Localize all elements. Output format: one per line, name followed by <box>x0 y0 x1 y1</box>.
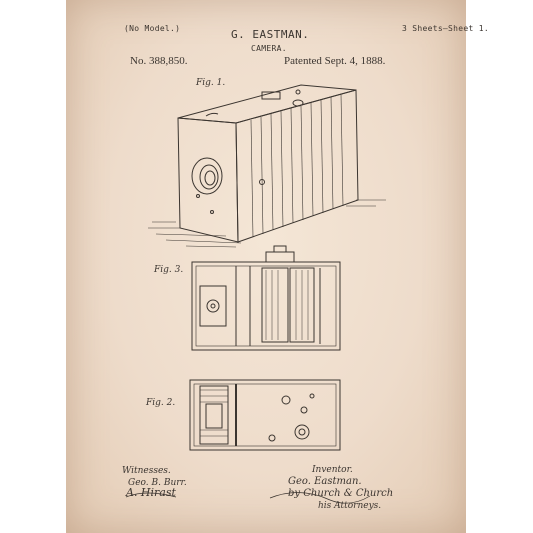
patent-date: Patented Sept. 4, 1888. <box>284 55 386 67</box>
fig3-label: Fig. 3. <box>154 265 184 275</box>
witness-signature-2: A. Hirast <box>126 486 176 499</box>
attorneys-label: his Attorneys. <box>318 501 382 511</box>
fig2-plan-drawing <box>189 379 341 451</box>
patent-number: No. 388,850. <box>130 55 188 67</box>
attorneys-signature: by Church & Church <box>288 488 394 499</box>
inventor-label: Inventor. <box>312 465 353 475</box>
fig1-camera-drawing <box>148 84 386 248</box>
patent-drawings <box>125 84 386 504</box>
inventor-signature: Geo. Eastman. <box>288 476 362 487</box>
invention-title: CAMERA. <box>251 44 287 53</box>
fig3-section-drawing <box>191 245 341 351</box>
model-note: (No Model.) <box>124 24 181 33</box>
patent-sheet: (No Model.) G. EASTMAN. 3 Sheets—Sheet 1… <box>66 0 489 533</box>
inventor-name: G. EASTMAN. <box>231 28 310 41</box>
sheet-count: 3 Sheets—Sheet 1. <box>402 24 489 33</box>
witnesses-label: Witnesses. <box>122 466 171 476</box>
fig2-label: Fig. 2. <box>146 398 176 408</box>
witness-signature-1: Geo. B. Burr. <box>128 478 187 488</box>
fig1-label: Fig. 1. <box>196 78 226 88</box>
